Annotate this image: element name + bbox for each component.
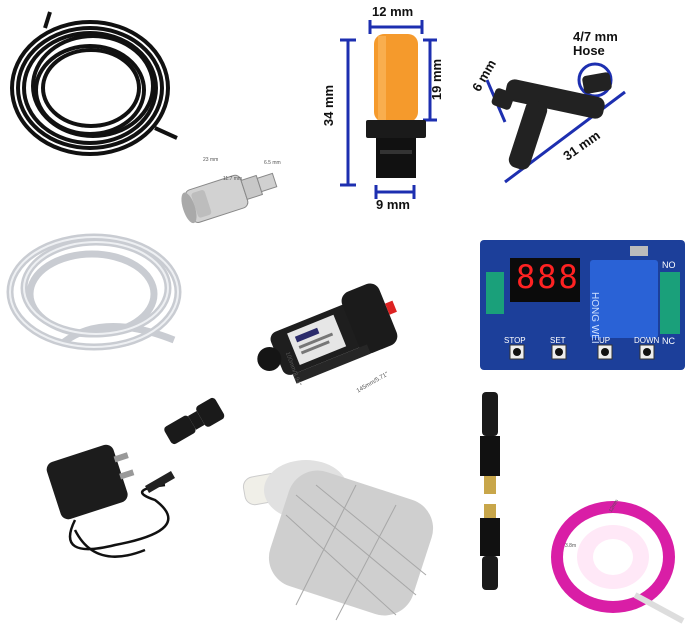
connector-length-label: 23 mm <box>203 157 219 163</box>
timer-relay-board: 888 HONG WEI NO NC STOP SET UP DOWN <box>480 240 685 370</box>
tee-hose-label: 4/7 mm Hose <box>573 29 618 58</box>
timer-button-up: UP <box>599 336 611 345</box>
filter-strainer <box>236 455 436 625</box>
timer-display: 888 <box>516 258 580 296</box>
dc-jack-top <box>470 388 510 498</box>
power-adapter <box>35 430 225 575</box>
sprinkler-top-width-label: 12 mm <box>372 4 414 19</box>
timer-button-set: SET <box>550 336 566 345</box>
ptfe-tape-roll: 12mm 3.8m <box>545 495 685 625</box>
orange-sprinkler: 12 mm 34 mm 19 mm 9 mm <box>321 4 455 212</box>
connector-diameter-label: 11.7 mm <box>223 176 243 182</box>
black-hose-coil <box>5 8 180 168</box>
quick-connector: 23 mm 11.7 mm 6.5 mm <box>168 152 288 234</box>
dc-jack-bottom <box>470 500 510 595</box>
tape-length-label: 3.8m <box>565 543 577 549</box>
sprinkler-bottom-width-label: 9 mm <box>376 197 410 212</box>
timer-nc-label: NC <box>662 336 675 346</box>
clear-tube-coil <box>4 222 184 362</box>
timer-button-down: DOWN <box>634 336 660 345</box>
sprinkler-cap-height-label: 19 mm <box>429 58 445 101</box>
diaphragm-pump: 100mm/3.94" 145mm/5.71" <box>255 270 415 410</box>
barbed-connector <box>155 385 235 455</box>
tee-connector: 4/7 mm Hose 6 mm 31 mm <box>465 30 675 210</box>
timer-no-label: NO <box>662 260 676 270</box>
timer-button-stop: STOP <box>504 336 526 345</box>
connector-small-label: 6.5 mm <box>264 160 281 166</box>
sprinkler-height-label: 34 mm <box>321 84 337 127</box>
